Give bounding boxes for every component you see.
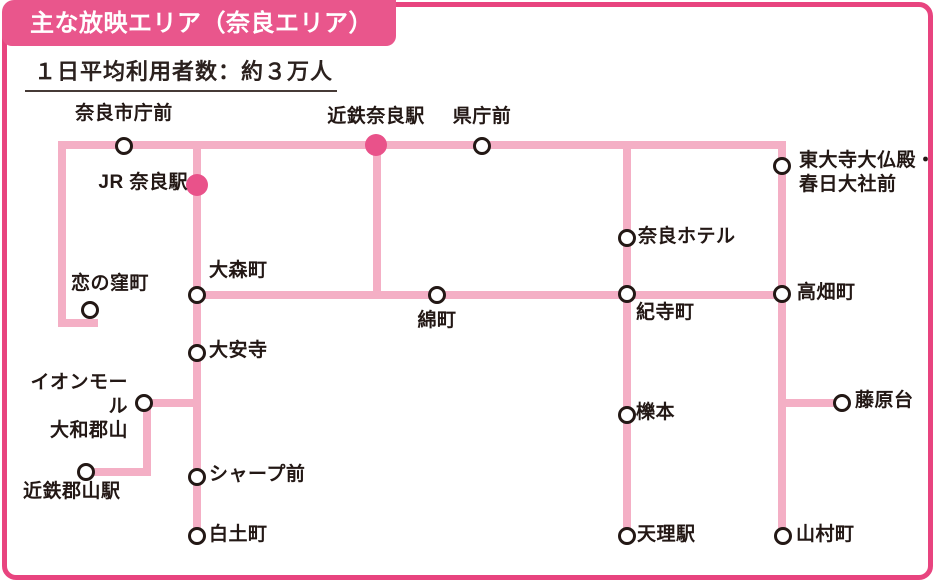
station-label-tenri-eki: 天理駅 [637, 524, 696, 545]
station-node-sharp-mae [188, 468, 206, 486]
route-line-segment [58, 319, 98, 327]
station-label-fujiwaradai: 藤原台 [855, 390, 914, 411]
daily-users-subtitle: １日平均利用者数：約３万人 [34, 59, 334, 84]
station-label-daianji: 大安寺 [209, 340, 268, 361]
station-node-fujiwaradai [833, 394, 851, 412]
route-line-segment [58, 141, 786, 149]
route-line-segment [58, 141, 66, 327]
route-line-segment [86, 468, 151, 476]
station-label-aeon-yamatokoriyama: イオンモール 大和郡山 [30, 372, 128, 441]
station-node-yamamura-cho [774, 527, 792, 545]
station-node-kidera-cho [618, 285, 636, 303]
station-label-wata-machi: 綿町 [417, 310, 457, 331]
station-label-kintetsu-koriyama: 近鉄郡山駅 [23, 481, 121, 502]
station-label-todaiji-kasuga: 東大寺大仏殿・ 春日大社前 [799, 150, 936, 195]
route-line-segment [778, 141, 786, 536]
station-label-koinokubo-cho: 恋の窪町 [71, 273, 150, 294]
page-title: 主な放映エリア（奈良エリア） [2, 0, 396, 46]
route-line-segment [193, 141, 201, 536]
station-node-tenri-eki [618, 527, 636, 545]
station-node-nara-hotel [618, 229, 636, 247]
station-node-jr-nara [186, 174, 208, 196]
outer-frame [2, 2, 933, 580]
station-label-jr-nara: JR 奈良駅 [98, 172, 188, 193]
station-node-koinokubo-cho [81, 301, 99, 319]
station-node-kintetsu-koriyama [77, 463, 95, 481]
route-line-segment [143, 399, 151, 476]
route-line-segment [623, 141, 631, 536]
route-line-segment [140, 399, 201, 407]
station-node-aeon-yamatokoriyama [135, 394, 153, 412]
station-node-kintetsu-nara [365, 134, 387, 156]
station-label-kencho-mae: 県庁前 [452, 106, 512, 127]
station-label-yamamura-cho: 山村町 [796, 524, 855, 545]
station-label-ichinomoto: 櫟本 [636, 402, 676, 423]
station-label-shirotsuchi-cho: 白土町 [209, 524, 268, 545]
route-line-segment [373, 141, 381, 299]
route-line-segment [193, 291, 786, 299]
station-label-kintetsu-nara: 近鉄奈良駅 [327, 106, 425, 127]
station-label-omori-cho: 大森町 [209, 260, 268, 281]
station-node-shirotsuchi-cho [188, 527, 206, 545]
station-label-nara-shichomae: 奈良市庁前 [75, 103, 173, 124]
route-line-segment [778, 399, 842, 407]
station-node-nara-shichomae [115, 137, 133, 155]
station-node-omori-cho [188, 286, 206, 304]
station-node-kencho-mae [473, 137, 491, 155]
station-label-nara-hotel: 奈良ホテル [638, 226, 736, 247]
station-label-kidera-cho: 紀寺町 [636, 302, 695, 323]
subtitle-underline: １日平均利用者数：約３万人 [25, 54, 337, 92]
station-node-ichinomoto [618, 406, 636, 424]
station-node-todaiji-kasuga [773, 157, 791, 175]
station-label-takabatake-cho: 高畑町 [797, 282, 856, 303]
station-node-daianji [188, 344, 206, 362]
station-node-takabatake-cho [773, 285, 791, 303]
station-label-sharp-mae: シャープ前 [209, 464, 306, 485]
station-node-wata-machi [428, 286, 446, 304]
